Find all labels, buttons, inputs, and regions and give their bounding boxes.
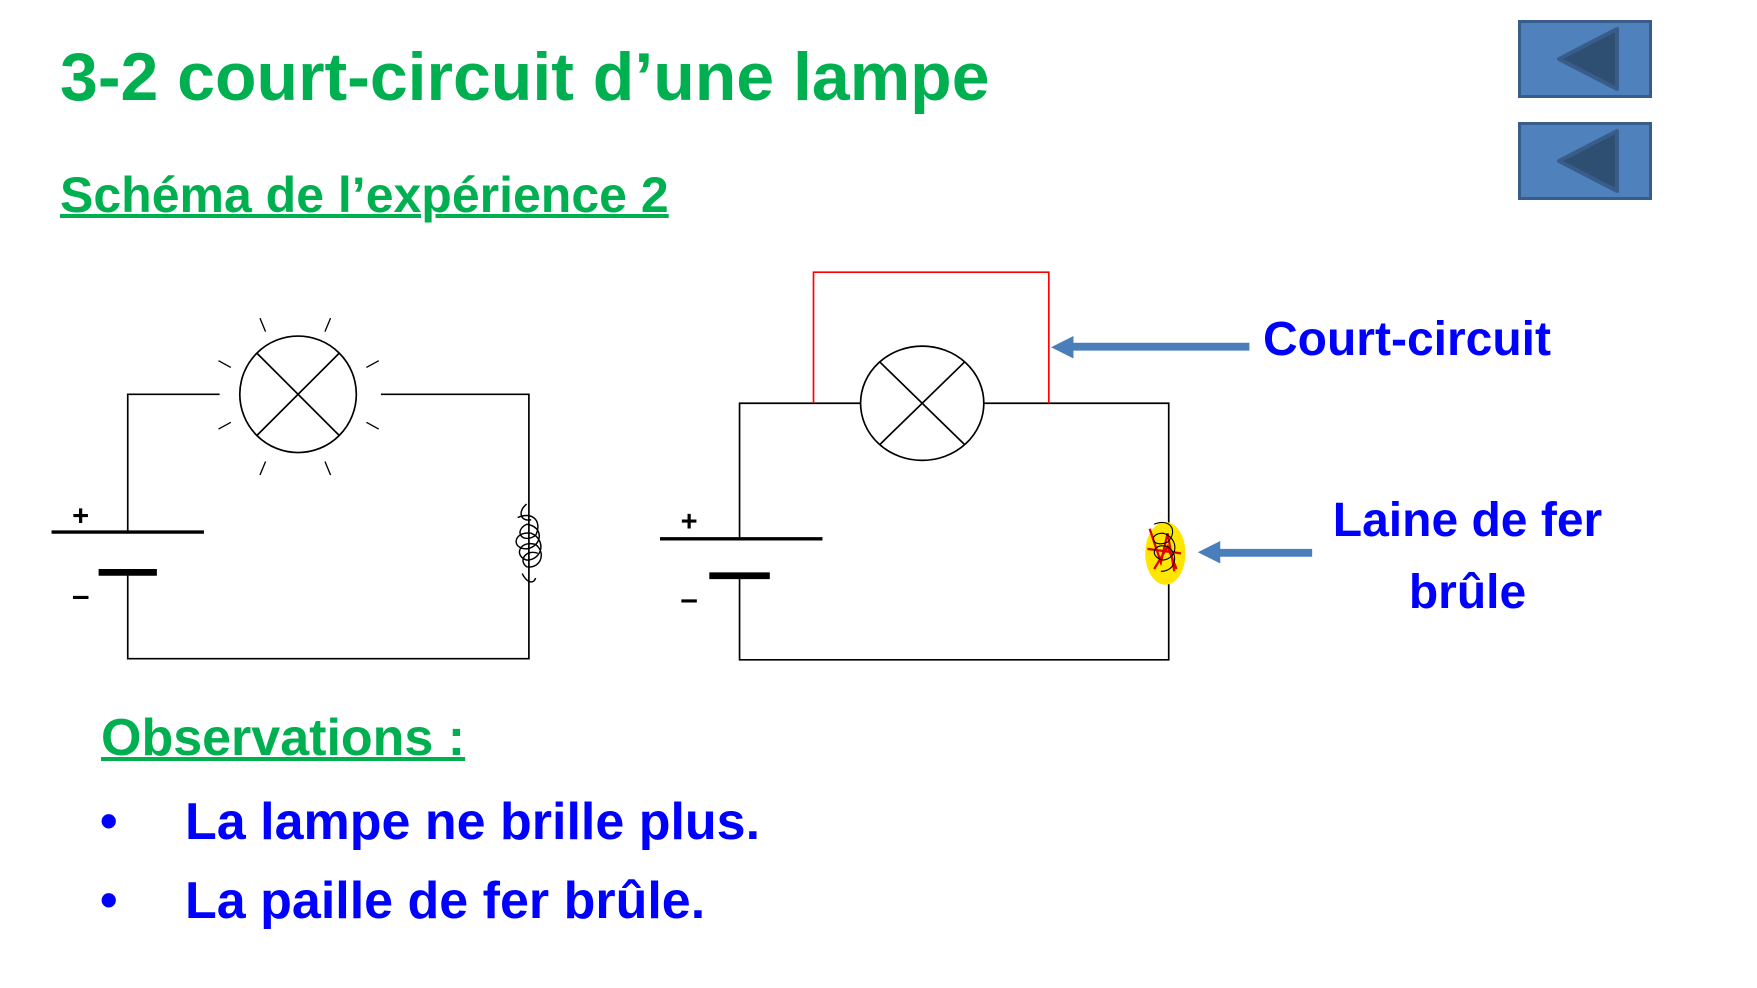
light-rays-icon bbox=[218, 317, 380, 476]
arrow-wool bbox=[1197, 541, 1313, 564]
bullet: • bbox=[100, 872, 118, 928]
wool-burns-label: Laine de fer brûle bbox=[1332, 494, 1603, 619]
minus-sign: – bbox=[680, 581, 697, 616]
right-circuit bbox=[659, 271, 1186, 661]
short-circuit-label: Court-circuit bbox=[1263, 313, 1551, 366]
lamp-icon bbox=[859, 345, 985, 462]
observation-item: La lampe ne brille plus. bbox=[185, 793, 761, 851]
plus-sign: + bbox=[72, 500, 89, 532]
arrow-short-circuit bbox=[1051, 336, 1250, 359]
lamp-icon bbox=[238, 335, 358, 454]
wire bbox=[738, 402, 1170, 661]
wire bbox=[126, 393, 530, 660]
steel-wool-icon bbox=[515, 503, 542, 583]
observation-item: La paille de fer brûle. bbox=[185, 872, 706, 930]
plus-sign: + bbox=[681, 506, 698, 538]
section-subtitle: Schéma de l’expérience 2 bbox=[60, 167, 669, 223]
left-circuit bbox=[51, 317, 542, 660]
observations-heading: Observations : bbox=[101, 709, 466, 767]
back-button[interactable] bbox=[1518, 20, 1652, 98]
wire bbox=[126, 393, 220, 533]
previous-button[interactable] bbox=[1518, 122, 1652, 200]
burning-wool-icon bbox=[1145, 522, 1186, 585]
short-circuit-wire bbox=[812, 271, 1050, 404]
triangle-left-icon bbox=[1557, 129, 1619, 193]
wire bbox=[738, 402, 861, 539]
bullet: • bbox=[100, 793, 118, 849]
page-title: 3-2 court-circuit d’une lampe bbox=[60, 39, 990, 115]
minus-sign: – bbox=[72, 578, 89, 613]
triangle-left-icon bbox=[1557, 27, 1619, 91]
